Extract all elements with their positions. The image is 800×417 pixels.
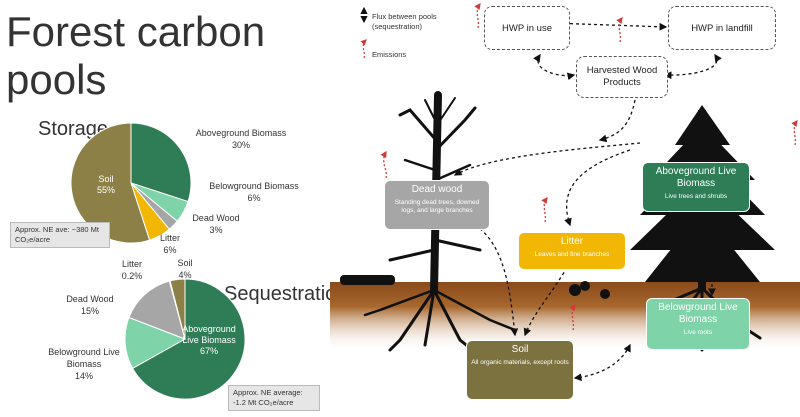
flux-hwp-use-harvested xyxy=(533,53,576,81)
dead-wood-pool: Dead wood Standing dead trees, downed lo… xyxy=(384,180,490,230)
aboveground-pool: Aboveground Live Biomass Live trees and … xyxy=(642,162,750,212)
emission-aboveground xyxy=(791,119,798,146)
belowground-pool: Belowground Live Biomass Live roots xyxy=(646,298,750,350)
hwp-in-landfill-box: HWP in landfill xyxy=(668,6,776,50)
flux-hwp-landfill-harvested xyxy=(663,53,722,80)
ground-twigs xyxy=(569,281,610,299)
emission-soil xyxy=(569,303,576,331)
legend-flux-label: Flux between pools (sequestration) xyxy=(372,12,437,31)
legend-emissions-label: Emissions xyxy=(372,50,407,59)
flux-trees-to-deadwood xyxy=(453,142,641,176)
sequestration-note: Approx. NE average: -1.2 Mt CO₂e/acre xyxy=(228,385,320,411)
flux-harvested-to-tree xyxy=(598,99,636,143)
storage-pie-chart xyxy=(70,122,192,244)
sequestration-slice-belowground-live-biomass xyxy=(124,316,187,370)
flux-litter-to-soil xyxy=(523,261,571,337)
flux-below-to-soil xyxy=(573,343,631,382)
emission-litter xyxy=(541,196,548,223)
hwp-in-use-box: HWP in use xyxy=(484,6,570,50)
fallen-log xyxy=(340,275,395,285)
storage-slice-aboveground-biomass xyxy=(130,122,192,203)
flux-deadwood-to-soil xyxy=(474,224,519,337)
legend-emission-icon xyxy=(360,39,367,59)
sequestration-slice-dead-wood xyxy=(128,280,186,340)
sequestration-slice-aboveground-live-biomass xyxy=(131,278,246,400)
storage-note: Approx. NE ave: ~380 Mt CO₂e/acre xyxy=(10,222,110,248)
flux-hwp-use-landfill xyxy=(550,19,668,31)
flux-tree-to-litter xyxy=(564,149,631,227)
emission-landfill xyxy=(616,16,623,43)
storage-slice-soil xyxy=(70,122,151,244)
emission-hwp-in-use xyxy=(474,2,481,29)
soil-pool: Soil All organic materials, except roots xyxy=(466,340,574,400)
sequestration-pie-chart xyxy=(124,278,246,400)
harvested-wood-products-box: Harvested Wood Products xyxy=(576,56,668,98)
litter-pool: Litter Leaves and fine branches xyxy=(518,232,626,270)
sequestration-pie-title: Sequestration xyxy=(224,283,348,305)
storage-pie-title: Storage xyxy=(38,118,109,140)
page-title: Forest carbon pools xyxy=(6,8,266,103)
emission-deadwood xyxy=(380,150,387,179)
sequestration-slice-soil xyxy=(169,278,186,340)
